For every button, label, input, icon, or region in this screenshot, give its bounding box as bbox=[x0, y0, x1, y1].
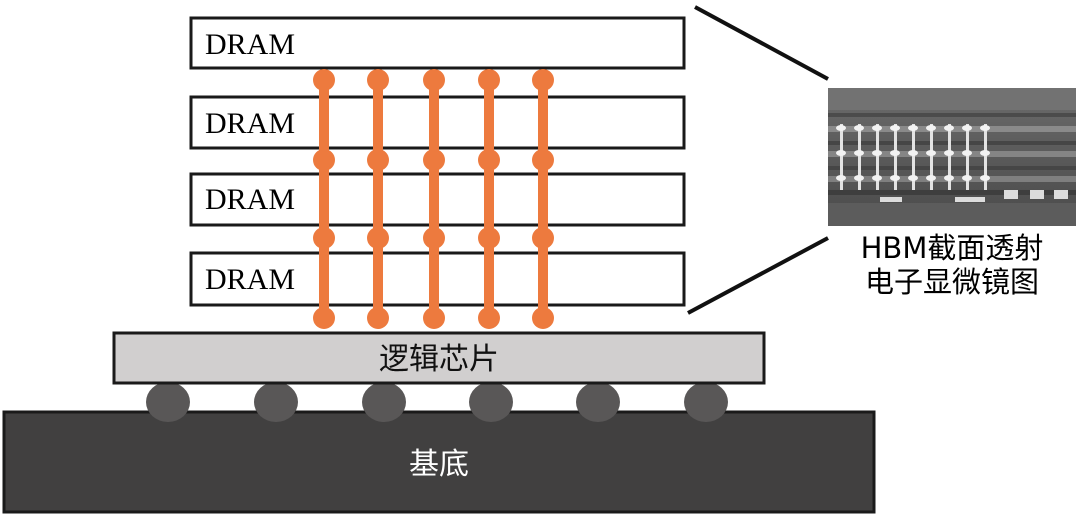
tem-base-features bbox=[880, 190, 1068, 202]
tsv-columns bbox=[313, 69, 554, 329]
micro-bump bbox=[532, 69, 554, 91]
logic-chip: 逻辑芯片 bbox=[112, 331, 766, 385]
tsv-column bbox=[532, 69, 554, 329]
substrate: 基底 bbox=[2, 410, 876, 514]
micro-bump bbox=[478, 307, 500, 329]
dram-label: DRAM bbox=[205, 28, 295, 61]
solder-bump bbox=[362, 382, 406, 422]
tsv-column bbox=[423, 69, 445, 329]
micro-bump bbox=[478, 227, 500, 249]
micro-bump bbox=[367, 149, 389, 171]
zoom-line-bottom bbox=[687, 236, 829, 315]
tem-bumps bbox=[836, 125, 990, 181]
micro-bump bbox=[313, 307, 335, 329]
zoom-line-top bbox=[694, 5, 829, 81]
dram-label: DRAM bbox=[205, 107, 295, 140]
micro-bump bbox=[313, 227, 335, 249]
tem-caption-line1: HBM截面透射 bbox=[861, 231, 1044, 265]
tsv-column bbox=[313, 69, 335, 329]
micro-bump bbox=[478, 149, 500, 171]
micro-bump bbox=[532, 149, 554, 171]
micro-bump bbox=[367, 69, 389, 91]
micro-bump bbox=[423, 69, 445, 91]
micro-bump bbox=[532, 227, 554, 249]
tsv-column bbox=[367, 69, 389, 329]
micro-bump bbox=[532, 307, 554, 329]
solder-bump bbox=[254, 382, 298, 422]
micro-bump bbox=[313, 149, 335, 171]
dram-label: DRAM bbox=[205, 263, 295, 296]
substrate-label: 基底 bbox=[409, 447, 469, 482]
micro-bump bbox=[367, 307, 389, 329]
tsv-column bbox=[478, 69, 500, 329]
dram-label: DRAM bbox=[205, 183, 295, 216]
solder-bumps bbox=[146, 382, 728, 422]
micro-bump bbox=[423, 227, 445, 249]
micro-bump bbox=[367, 227, 389, 249]
solder-bump bbox=[146, 382, 190, 422]
solder-bump bbox=[469, 382, 513, 422]
tem-image bbox=[828, 88, 1076, 226]
dram-layer: DRAM bbox=[189, 16, 686, 70]
solder-bump bbox=[684, 382, 728, 422]
tem-caption-line2: 电子显微镜图 bbox=[865, 265, 1039, 299]
micro-bump bbox=[478, 69, 500, 91]
micro-bump bbox=[423, 307, 445, 329]
logic-chip-label: 逻辑芯片 bbox=[379, 342, 499, 377]
solder-bump bbox=[576, 382, 620, 422]
micro-bump bbox=[423, 149, 445, 171]
dram-stack: DRAM DRAM DRAM DRAM bbox=[189, 16, 686, 307]
tem-tsv-columns bbox=[840, 124, 987, 190]
micro-bump bbox=[313, 69, 335, 91]
